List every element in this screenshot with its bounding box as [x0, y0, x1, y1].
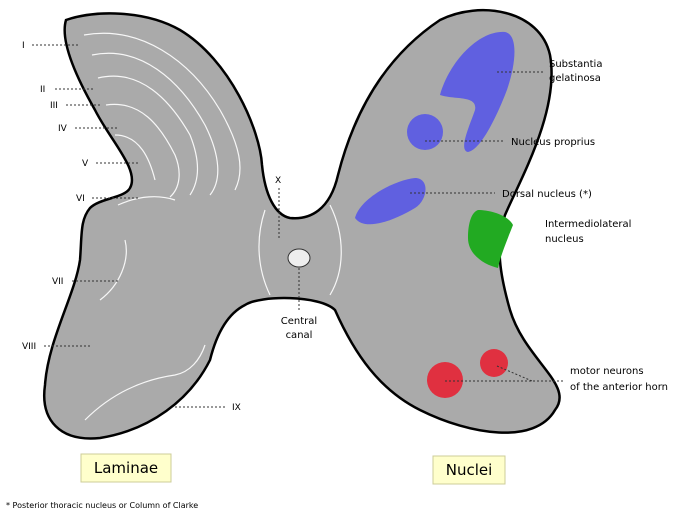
central-canal-label-line1: Central [281, 316, 317, 327]
nucleus-proprius-label: Nucleus proprius [511, 137, 595, 148]
lamina-label-iv: IV [58, 124, 68, 134]
motor-neuron-region-1 [427, 362, 463, 398]
lamina-label-v: V [82, 159, 89, 169]
substantia-label-line1: Substantia [549, 59, 602, 70]
motor-neuron-region-2 [480, 349, 508, 377]
intermediolateral-label-line2: nucleus [545, 234, 584, 245]
dorsal-nucleus-label: Dorsal nucleus (*) [502, 189, 592, 200]
motor-neurons-label-line2: of the anterior horn [570, 382, 668, 393]
substantia-label-line2: gelatinosa [549, 73, 601, 84]
lamina-label-viii: VIII [22, 342, 36, 352]
lamina-label-x: X [275, 176, 281, 186]
motor-neurons-label-line1: motor neurons [570, 366, 644, 377]
nucleus-proprius-region [407, 114, 443, 150]
nuclei-heading: Nuclei [446, 461, 493, 479]
central-canal-label-line2: canal [286, 330, 313, 341]
lamina-label-ix: IX [232, 403, 241, 413]
lamina-label-i: I [22, 41, 25, 51]
lamina-label-ii: II [40, 85, 45, 95]
lamina-label-vii: VII [52, 277, 63, 287]
lamina-label-vi: VI [76, 194, 85, 204]
footnote: * Posterior thoracic nucleus or Column o… [6, 501, 198, 510]
laminae-heading: Laminae [94, 459, 158, 477]
central-canal [288, 249, 310, 267]
lamina-label-iii: III [50, 101, 58, 111]
intermediolateral-label-line1: Intermediolateral [545, 219, 631, 230]
